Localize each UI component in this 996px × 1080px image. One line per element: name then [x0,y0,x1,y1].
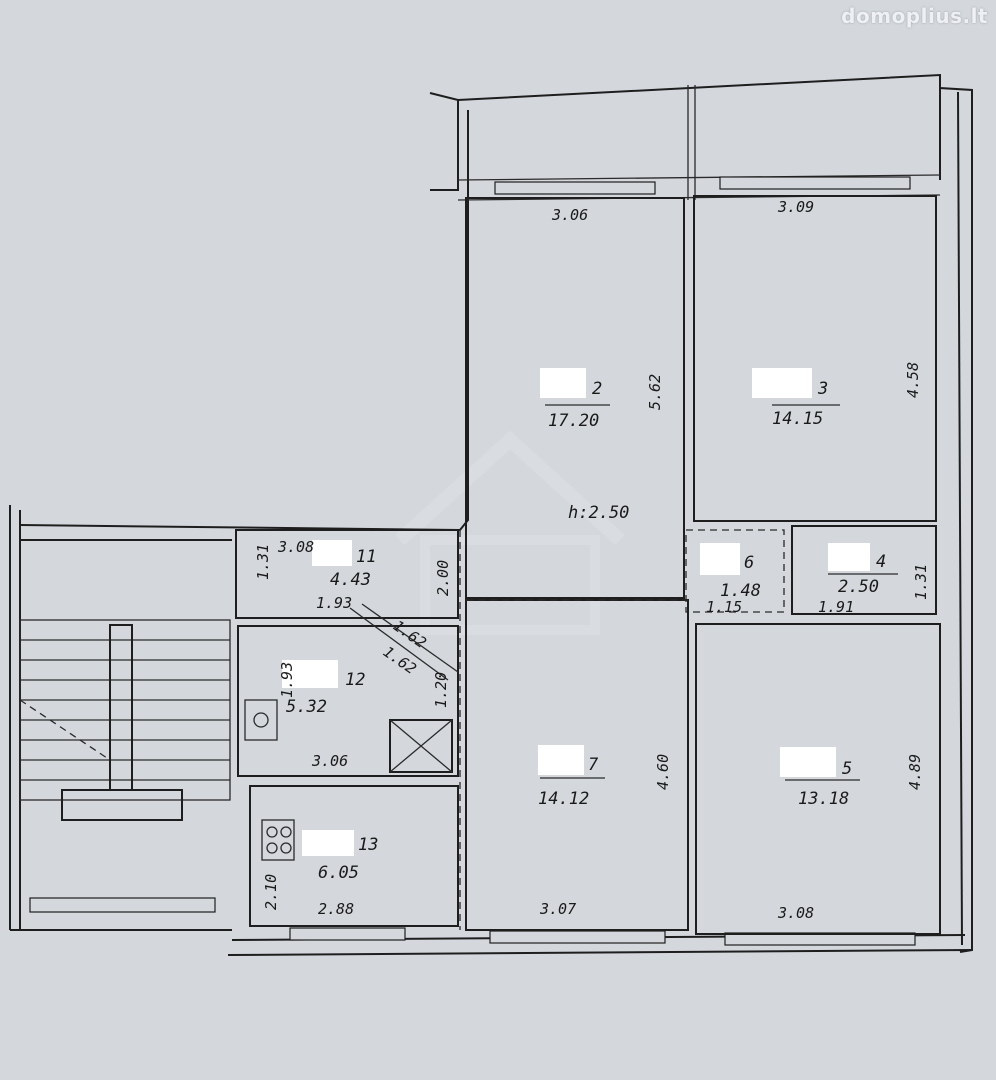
room-11-number: 11 [356,547,376,567]
room-13-area: 6.05 [318,863,359,883]
room-7: 7 14.12 [538,745,605,809]
room-12-area: 5.32 [286,697,327,717]
dim-room4-depth: 1.31 [912,564,930,600]
room-12-number: 12 [345,670,365,690]
room-4-area: 2.50 [838,577,879,597]
dim-room2-width: 3.06 [551,206,588,224]
room-5: 5 13.18 [780,747,860,809]
outer-walls [9,73,973,956]
room-4-number: 4 [876,552,886,572]
watermark-logo: domoplius.lt [841,4,988,28]
room-11-area: 4.43 [330,570,371,590]
dim-room7-length: 4.60 [654,754,672,790]
room-3-area: 14.15 [772,409,823,429]
ceiling-height: h:2.50 [568,503,629,523]
dim-room12-width: 3.06 [311,752,348,770]
room-6-number: 6 [744,553,754,573]
room-13: 13 6.05 [302,830,378,883]
room-13-number: 13 [358,835,378,855]
dim-room5-width: 3.08 [777,904,814,922]
interior-walls [19,195,941,935]
center-watermark-icon [395,430,625,635]
dim-room4-width: 1.91 [818,598,854,616]
dim-room3-width: 3.09 [777,198,814,216]
room-11: 11 4.43 [312,540,376,590]
dim-room13-width: 2.88 [318,900,354,918]
room-7-area: 14.12 [538,789,589,809]
dim-room11-depth: 1.31 [254,544,272,580]
dim-room6-width: 1.15 [706,598,742,616]
dim-room2-length: 5.62 [646,374,664,410]
room-7-number: 7 [588,755,599,775]
room-4: 4 2.50 [828,543,898,597]
dim-room13-depth: 2.10 [262,874,280,910]
room-2-area: 17.20 [548,411,599,431]
dim-room7-width: 3.07 [539,900,576,918]
room-6: 6 1.48 [700,543,761,601]
room-5-number: 5 [842,759,852,779]
dim-room3-length: 4.58 [904,362,922,398]
dim-room11-width: 3.08 [277,538,314,556]
dim-corridor-width: 2.00 [434,560,452,596]
room-2: 2 17.20 [540,368,610,431]
dim-room12-depth: 1.93 [278,662,296,698]
room-3-number: 3 [817,379,828,399]
room-2-number: 2 [592,379,602,399]
room-3: 3 14.15 [752,368,840,429]
windows [29,176,916,946]
dim-room11-diag: 1.93 [316,594,352,612]
dim-room5-length: 4.89 [906,754,924,790]
room-5-area: 13.18 [798,789,849,809]
room-6-area: 1.48 [720,581,761,601]
dim-corridor-d3: 1.20 [432,672,450,708]
room-12: 12 5.32 [282,660,365,717]
